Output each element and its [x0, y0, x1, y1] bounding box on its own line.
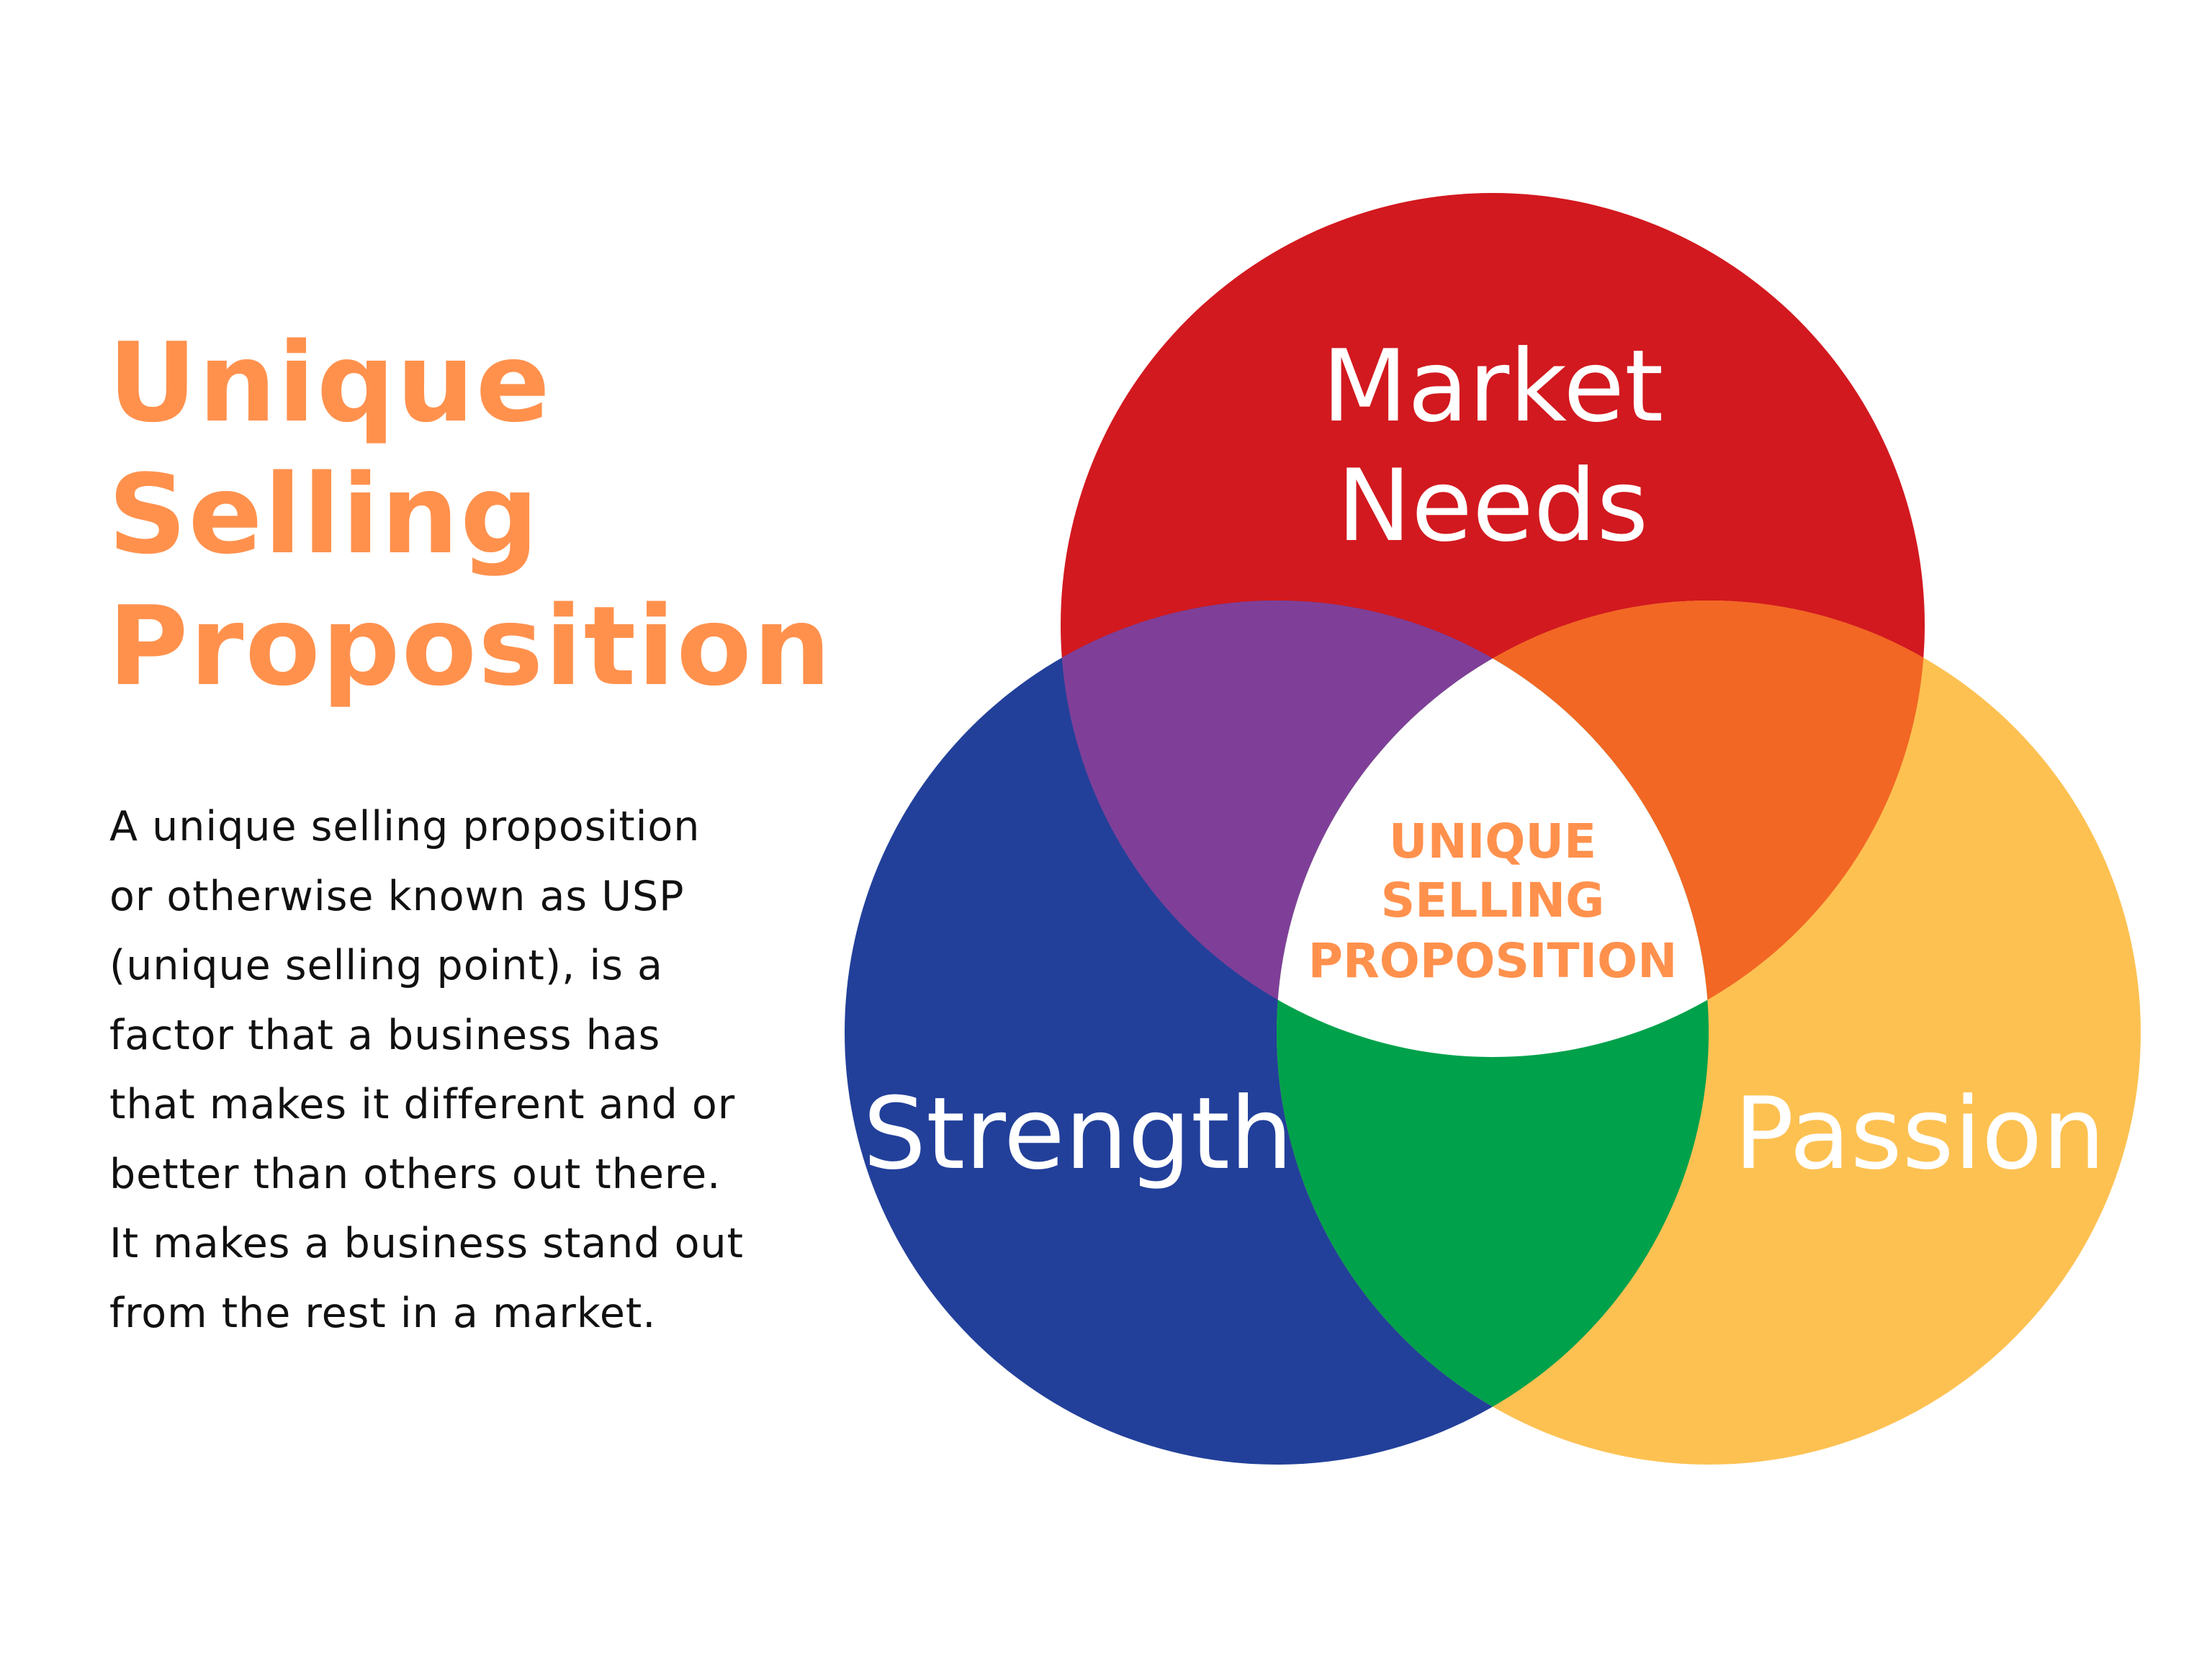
description-line: better than others out there.: [109, 1150, 721, 1198]
market-needs-label: Market: [1322, 328, 1663, 444]
description-line: factor that a business has: [109, 1011, 661, 1059]
market-needs-label: Needs: [1337, 448, 1649, 564]
title-line: Selling: [108, 451, 540, 578]
description: A unique selling proposition or otherwis…: [109, 792, 830, 1348]
usp-center-region: [1277, 601, 1709, 1057]
passion-label: Passion: [1734, 1076, 2105, 1192]
center-label: PROPOSITION: [1308, 933, 1678, 989]
strength-label: Strength: [863, 1076, 1293, 1192]
title-line: Unique: [108, 319, 552, 446]
description-line: (unique selling point), is a: [109, 942, 663, 989]
center-label: SELLING: [1381, 873, 1605, 928]
center-label: UNIQUE: [1389, 814, 1596, 869]
description-line: that makes it different and or: [109, 1081, 736, 1128]
page-title: Unique Selling Proposition: [108, 317, 832, 712]
description-line: A unique selling proposition: [109, 803, 701, 850]
title-line: Proposition: [108, 583, 832, 710]
description-line: from the rest in a market.: [109, 1289, 657, 1337]
description-line: It makes a business stand out: [109, 1220, 744, 1267]
description-line: or otherwise known as USP: [109, 872, 685, 920]
